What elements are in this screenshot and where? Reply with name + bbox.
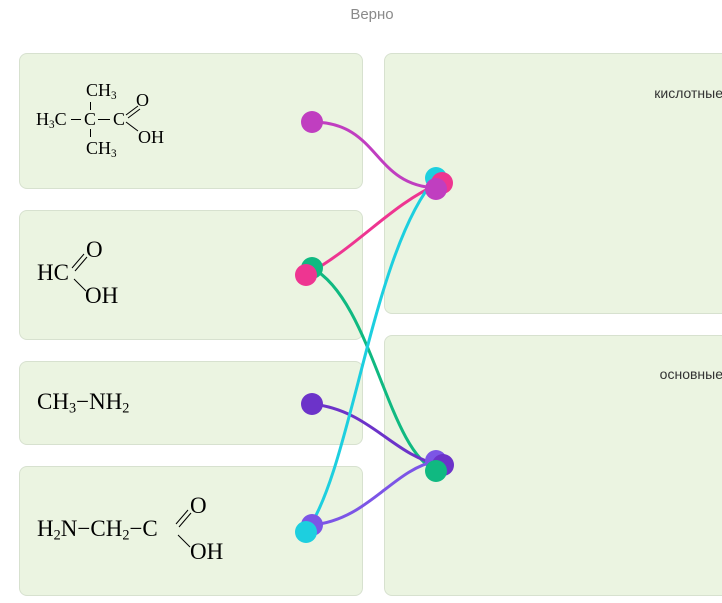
connection-line-pivalic-to-acidic bbox=[311, 120, 437, 190]
carbonyl-oxygen: O bbox=[136, 90, 149, 110]
methylamine-text: CH3−NH2 bbox=[37, 389, 130, 417]
quaternary-carbon: C bbox=[84, 109, 97, 129]
connector-dot-methylamine[interactable] bbox=[301, 393, 323, 415]
connection-line-formic-to-acidic bbox=[305, 181, 441, 277]
formula-bonds bbox=[175, 509, 192, 548]
carboxyl-carbon: C bbox=[113, 109, 126, 129]
connector-dot-pivalic[interactable] bbox=[301, 111, 323, 133]
hydroxyl-group: OH bbox=[190, 539, 224, 564]
bond bbox=[90, 129, 91, 137]
formula-glycine: H2N−CH2−C O OH bbox=[20, 467, 364, 597]
ch3-bottom-group: CH3 bbox=[86, 138, 117, 160]
target-dot-acidic-magenta[interactable] bbox=[425, 178, 447, 200]
bond bbox=[71, 119, 81, 120]
connector-dot-formic-acidic[interactable] bbox=[295, 264, 317, 286]
formula-pivalic-acid: CH3 H3C C C O OH CH3 bbox=[20, 54, 364, 190]
formula-methylamine: CH3−NH2 bbox=[20, 362, 364, 446]
connection-line-glycine-to-basic bbox=[311, 459, 437, 527]
glycine-chain: H2N−CH2−C bbox=[37, 516, 158, 544]
bond bbox=[90, 102, 91, 110]
formula-bonds bbox=[71, 253, 88, 292]
connection-line-methylamine-to-basic bbox=[311, 402, 441, 467]
carbonyl-oxygen: O bbox=[86, 237, 103, 262]
status-text: Верно bbox=[350, 6, 394, 23]
connector-dot-glycine-acidic[interactable] bbox=[295, 521, 317, 543]
hydroxyl-group: OH bbox=[138, 127, 164, 147]
bond bbox=[98, 119, 110, 120]
hydroxyl-group: OH bbox=[85, 283, 119, 308]
target-label-acidic: кислотные bbox=[654, 85, 722, 101]
connection-line-glycine-to-acidic bbox=[304, 177, 438, 533]
formula-bonds bbox=[125, 105, 141, 132]
carbonyl-oxygen: O bbox=[190, 493, 207, 518]
hc-group: HC bbox=[37, 260, 69, 285]
ch3-top-group: CH3 bbox=[86, 80, 117, 102]
target-label-basic: основные bbox=[659, 366, 722, 382]
target-dot-basic-green[interactable] bbox=[425, 460, 447, 482]
connection-line-formic-to-basic bbox=[311, 266, 437, 472]
formula-formic-acid: HC O OH bbox=[20, 211, 364, 341]
h3c-group: H3C bbox=[36, 109, 67, 131]
